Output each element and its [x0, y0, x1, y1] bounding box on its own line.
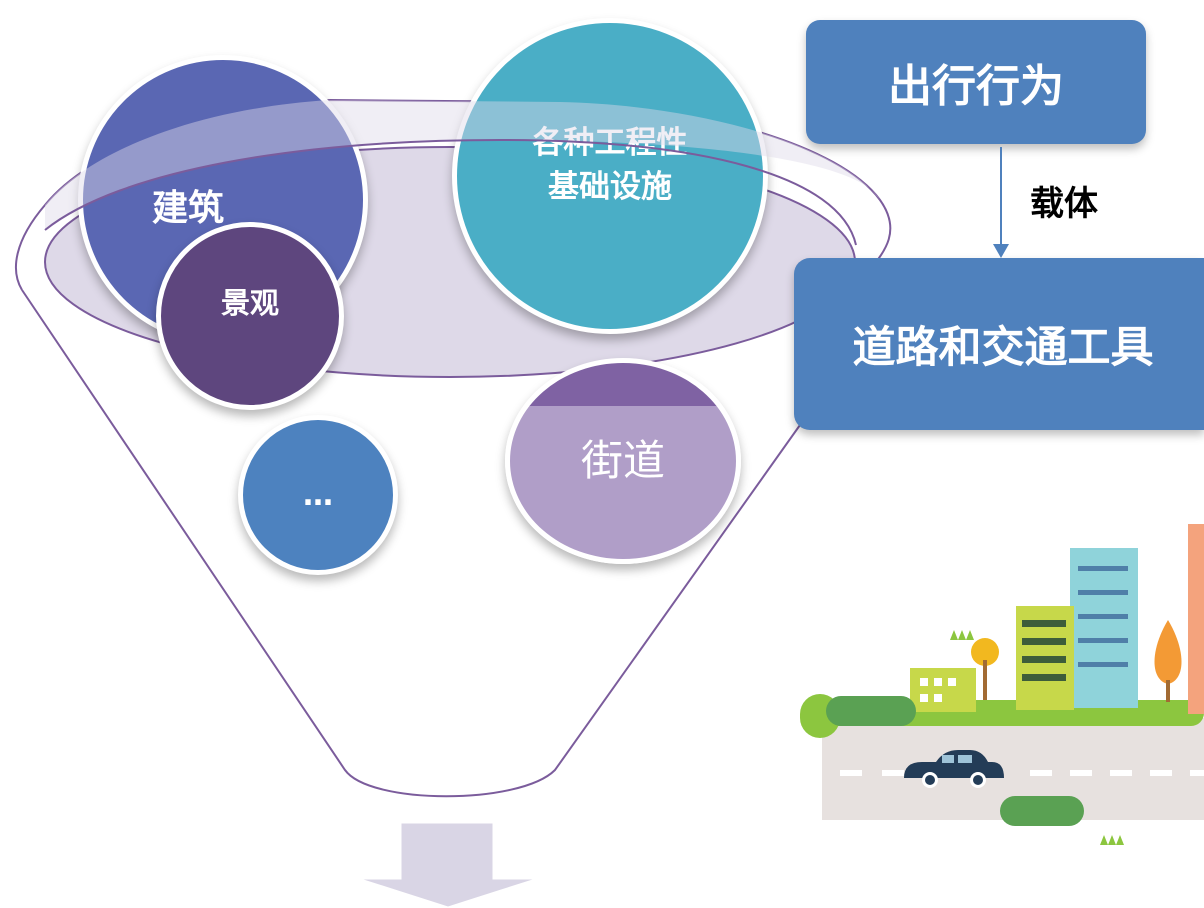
travel-behavior-label: 出行行为 [888, 61, 1064, 112]
funnel-left-side [21, 289, 801, 798]
ellipsis-circle: … [238, 415, 398, 575]
landscape-circle: 景观 [156, 222, 344, 410]
building-label: 建筑 [151, 188, 224, 229]
street-circle: 街道 [505, 358, 741, 564]
street-label: 街道 [580, 435, 665, 485]
infrastructure-label-line2: 基础设施 [548, 169, 672, 205]
ellipsis-label: … [303, 477, 333, 513]
infrastructure-circle: 各种工程性 基础设施 [452, 18, 768, 334]
landscape-label: 景观 [220, 286, 279, 320]
connector-label: 载体 [1030, 184, 1098, 224]
travel-behavior-box: 出行行为 [806, 20, 1146, 144]
infrastructure-label-line1: 各种工程性 [532, 125, 688, 161]
roads-vehicles-box: 道路和交通工具 [794, 258, 1204, 430]
roads-vehicles-label: 道路和交通工具 [852, 323, 1154, 373]
